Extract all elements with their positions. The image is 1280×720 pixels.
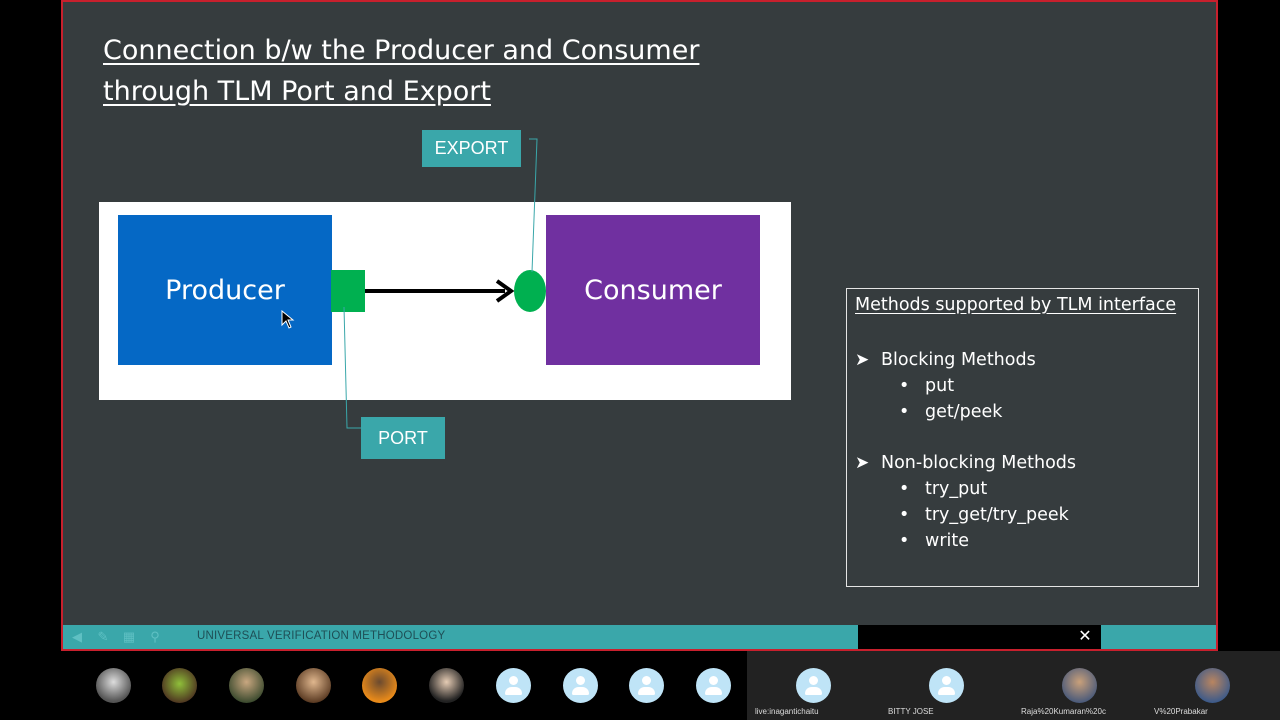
participant-avatar — [796, 668, 831, 703]
nonblocking-heading: Non-blocking Methods — [881, 453, 1077, 473]
slide-title-line2: through TLM Port and Export — [103, 76, 491, 107]
blocking-heading: Blocking Methods — [881, 350, 1036, 370]
footer-title: UNIVERSAL VERIFICATION METHODOLOGY — [197, 630, 446, 642]
slide-title: Connection b/w the Producer and Consumer… — [103, 30, 699, 112]
arrow-bullet-icon: ➤ — [855, 350, 870, 370]
methods-panel: Methods supported by TLM interface ➤ Blo… — [846, 288, 1199, 587]
participant-name: Raja%20Kumaran%20c — [1021, 707, 1106, 716]
participant-name: live:inagantichaitu — [755, 707, 819, 716]
method-item: get/peek — [855, 399, 1036, 425]
close-icon[interactable]: ✕ — [1078, 628, 1092, 645]
participant-tile[interactable]: Raja%20Kumaran%20c — [1013, 651, 1146, 720]
participant-name: V%20Prabakar — [1154, 707, 1208, 716]
mouse-cursor-icon — [281, 310, 295, 329]
port-to-export-arrow — [365, 279, 515, 303]
participant-avatar[interactable] — [162, 668, 197, 703]
participant-tile[interactable]: V%20Prabakar — [1146, 651, 1280, 720]
consumer-block: Consumer — [546, 215, 760, 365]
nonblocking-methods-group: ➤ Non-blocking Methods try_put try_get/t… — [855, 450, 1076, 554]
method-item: try_get/try_peek — [855, 502, 1076, 528]
tlm-diagram: Producer Consumer — [99, 202, 791, 400]
participant-avatar — [929, 668, 964, 703]
export-circle-icon — [514, 270, 546, 312]
slides-grid-icon[interactable]: ▦ — [122, 629, 136, 644]
participant-avatar[interactable] — [96, 668, 131, 703]
participant-avatar[interactable] — [629, 668, 664, 703]
participant-avatar[interactable] — [696, 668, 731, 703]
zoom-icon[interactable]: ⚲ — [150, 629, 160, 644]
port-callout: PORT — [361, 417, 445, 459]
participant-avatar — [1062, 668, 1097, 703]
method-item: put — [855, 373, 1036, 399]
participant-avatar[interactable] — [563, 668, 598, 703]
arrow-bullet-icon: ➤ — [855, 453, 870, 473]
notification-panel: ✕ — [858, 625, 1101, 649]
producer-block: Producer — [118, 215, 332, 365]
blocking-methods-group: ➤ Blocking Methods put get/peek — [855, 347, 1036, 425]
export-callout: EXPORT — [422, 130, 521, 167]
participant-avatar[interactable] — [296, 668, 331, 703]
slide-title-line1: Connection b/w the Producer and Consumer — [103, 35, 700, 66]
presentation-toolbar: ◀ ✎ ▦ ⚲ UNIVERSAL VERIFICATION METHODOLO… — [63, 625, 1216, 649]
participant-avatar[interactable] — [429, 668, 464, 703]
pen-icon[interactable]: ✎ — [97, 629, 109, 644]
participant-strip: live:inagantichaitu BITTY JOSE Raja%20Ku… — [0, 651, 1280, 720]
method-item: write — [855, 528, 1076, 554]
method-item: try_put — [855, 476, 1076, 502]
methods-title: Methods supported by TLM interface — [855, 295, 1177, 315]
participant-tile[interactable]: live:inagantichaitu — [747, 651, 880, 720]
slide-frame: Connection b/w the Producer and Consumer… — [61, 0, 1218, 651]
previous-slide-icon[interactable]: ◀ — [72, 629, 82, 644]
port-square-icon — [331, 270, 365, 312]
participant-tile[interactable]: BITTY JOSE — [880, 651, 1013, 720]
participant-name: BITTY JOSE — [888, 707, 934, 716]
participant-avatar[interactable] — [496, 668, 531, 703]
participant-avatar[interactable] — [229, 668, 264, 703]
participant-avatar — [1195, 668, 1230, 703]
participant-avatar[interactable] — [362, 668, 397, 703]
